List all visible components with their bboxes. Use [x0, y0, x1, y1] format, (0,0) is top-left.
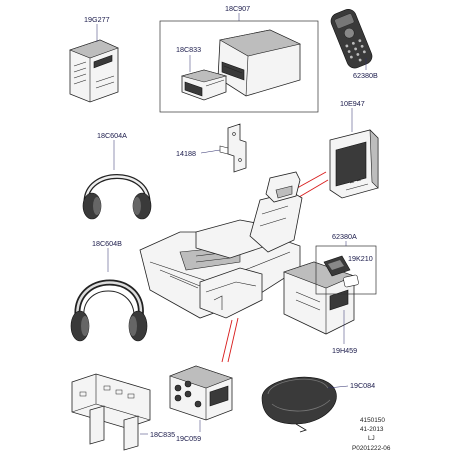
headphone-case-part[interactable] — [261, 376, 337, 433]
callout-console-unit: 19H459 — [332, 346, 357, 355]
reference-line-3: LJ — [368, 435, 375, 442]
dvd-small-unit-part[interactable] — [180, 69, 228, 101]
mounting-bracket-part[interactable] — [71, 373, 151, 451]
headphones-wireless-b-part[interactable] — [70, 279, 148, 342]
reference-line-1: 4150150 — [360, 417, 385, 424]
seat-console-assembly — [139, 171, 355, 335]
ecu-module-part[interactable] — [69, 39, 119, 103]
callout-headphones-a: 18C604A — [97, 131, 127, 140]
callout-dvd-changer: 18C907 — [225, 4, 250, 13]
reference-line-4: P0201222-06 — [352, 445, 391, 452]
headrest-screen-part[interactable] — [329, 129, 379, 199]
connector-box-part[interactable] — [169, 365, 233, 421]
callout-headphones-b: 18C604B — [92, 239, 122, 248]
callout-remote-control: 62380B — [353, 71, 378, 80]
callout-mounting-bracket: 18C835 — [150, 430, 175, 439]
callout-connector-box: 19C059 — [176, 434, 201, 443]
reference-line-2: 41-2013 — [360, 426, 384, 433]
callout-ecu-module: 19G277 — [84, 15, 110, 24]
callout-headphone-case: 19C084 — [350, 381, 375, 390]
remote-control-part[interactable] — [329, 7, 375, 71]
bracket-clip-part[interactable] — [219, 123, 247, 173]
callout-headrest-screen: 10E947 — [340, 99, 365, 108]
dvd-changer-part[interactable] — [217, 29, 301, 97]
callout-bracket-clip: 14188 — [176, 149, 196, 158]
remote-small-part[interactable] — [323, 255, 359, 288]
callout-console-module: 19K210 — [348, 254, 373, 263]
callout-remote-small: 62380A — [332, 232, 357, 241]
callout-dvd-small-unit: 18C833 — [176, 45, 201, 54]
headphones-wireless-a-part[interactable] — [82, 174, 152, 220]
